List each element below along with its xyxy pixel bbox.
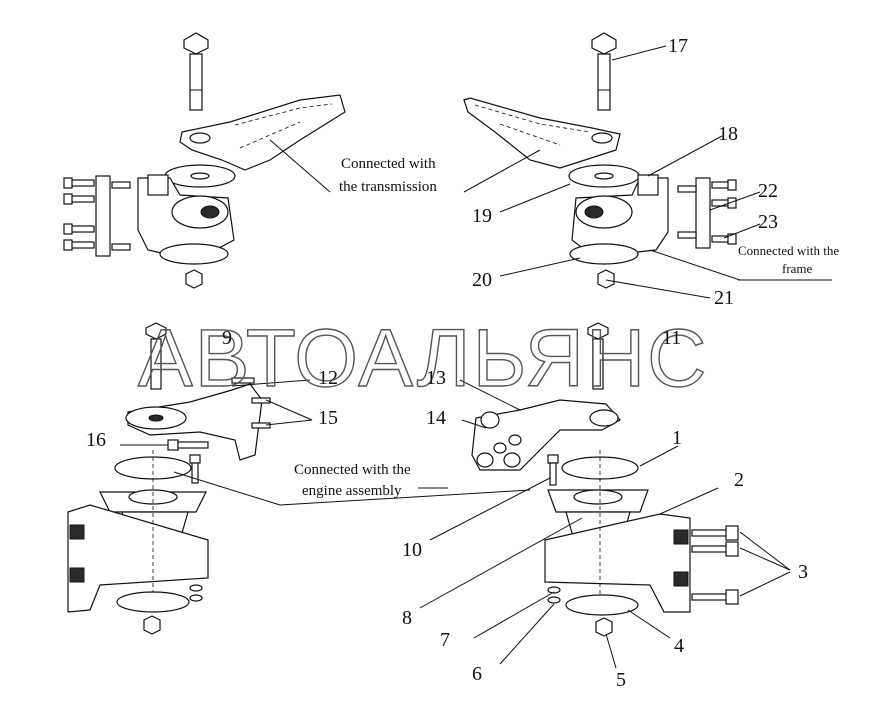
top-left-mount-assembly bbox=[63, 32, 346, 289]
engine-bracket-left bbox=[125, 322, 271, 461]
bracket-holes-14 bbox=[476, 411, 522, 468]
nut-6 bbox=[547, 596, 561, 604]
callout-19: 19 bbox=[472, 205, 492, 227]
bolt-10-left bbox=[189, 454, 201, 484]
rubber-pad-top-left bbox=[164, 164, 236, 188]
note-frame-line1: Connected with the bbox=[738, 243, 839, 258]
callout-4: 4 bbox=[674, 635, 684, 657]
callout-16: 16 bbox=[86, 429, 106, 451]
callout-1: 1 bbox=[672, 427, 682, 449]
callout-10: 10 bbox=[402, 539, 422, 561]
mount-body-top-right bbox=[571, 174, 669, 256]
callout-18: 18 bbox=[718, 123, 738, 145]
transmission-bracket-left bbox=[179, 94, 346, 171]
transmission-bracket-right bbox=[463, 97, 621, 169]
bolt-9 bbox=[145, 322, 167, 390]
nut-top-left bbox=[185, 269, 203, 289]
callout-5: 5 bbox=[616, 669, 626, 691]
callout-15: 15 bbox=[318, 407, 338, 429]
washer-4-left bbox=[116, 591, 190, 613]
callout-8: 8 bbox=[402, 607, 412, 629]
side-plate-top-left bbox=[63, 175, 131, 257]
washer-4-right bbox=[565, 594, 639, 616]
bolts-15 bbox=[231, 377, 271, 429]
callout-22: 22 bbox=[758, 180, 778, 202]
bolt-11 bbox=[587, 322, 609, 390]
bolt-top-right bbox=[591, 32, 617, 111]
callout-7: 7 bbox=[440, 629, 450, 651]
callout-14: 14 bbox=[426, 407, 446, 429]
rubber-pad-top-right bbox=[568, 164, 640, 188]
note-transmission-line1: Connected with bbox=[341, 156, 436, 172]
base-bracket-right bbox=[544, 513, 691, 613]
note-engine-line1: Connected with the bbox=[294, 462, 411, 478]
callout-9: 9 bbox=[222, 327, 232, 349]
bottom-left-mount-assembly bbox=[67, 450, 209, 635]
watermark-text: АВТОАЛЬЯНС bbox=[138, 313, 708, 404]
nut-5-left bbox=[143, 615, 161, 635]
callout-2: 2 bbox=[734, 469, 744, 491]
washer-top-left bbox=[159, 243, 229, 265]
note-transmission-line2: the transmission bbox=[339, 179, 437, 195]
bolt-16 bbox=[167, 439, 209, 451]
notes: Connected with the transmission Connecte… bbox=[294, 156, 839, 499]
callout-23: 23 bbox=[758, 211, 778, 233]
callout-13: 13 bbox=[426, 367, 446, 389]
nut-top-right bbox=[597, 269, 615, 289]
callout-20: 20 bbox=[472, 269, 492, 291]
bolt-10-right bbox=[547, 454, 559, 486]
callout-3: 3 bbox=[798, 561, 808, 583]
callout-11: 11 bbox=[662, 327, 681, 349]
callout-21: 21 bbox=[714, 287, 734, 309]
bolts-3 bbox=[691, 525, 739, 605]
top-right-mount-assembly bbox=[463, 32, 737, 289]
washer-7 bbox=[547, 586, 561, 594]
callout-17: 17 bbox=[668, 35, 688, 57]
mount-body-top-left bbox=[137, 174, 235, 256]
side-plate-top-right bbox=[677, 177, 737, 249]
note-engine-line2: engine assembly bbox=[302, 483, 402, 499]
callout-numbers: 17 18 22 23 19 20 21 9 11 12 13 15 14 16… bbox=[86, 35, 808, 691]
leader-lines bbox=[120, 45, 832, 669]
washer-top-right bbox=[569, 243, 639, 265]
callout-12: 12 bbox=[318, 367, 338, 389]
base-bracket-left bbox=[67, 504, 209, 613]
callout-6: 6 bbox=[472, 663, 482, 685]
bottom-right-mount-assembly bbox=[544, 450, 739, 637]
note-frame-line2: frame bbox=[782, 261, 813, 276]
bolt-top-left bbox=[183, 32, 209, 111]
nut-5-right bbox=[595, 617, 613, 637]
engine-bracket-right bbox=[471, 322, 621, 471]
